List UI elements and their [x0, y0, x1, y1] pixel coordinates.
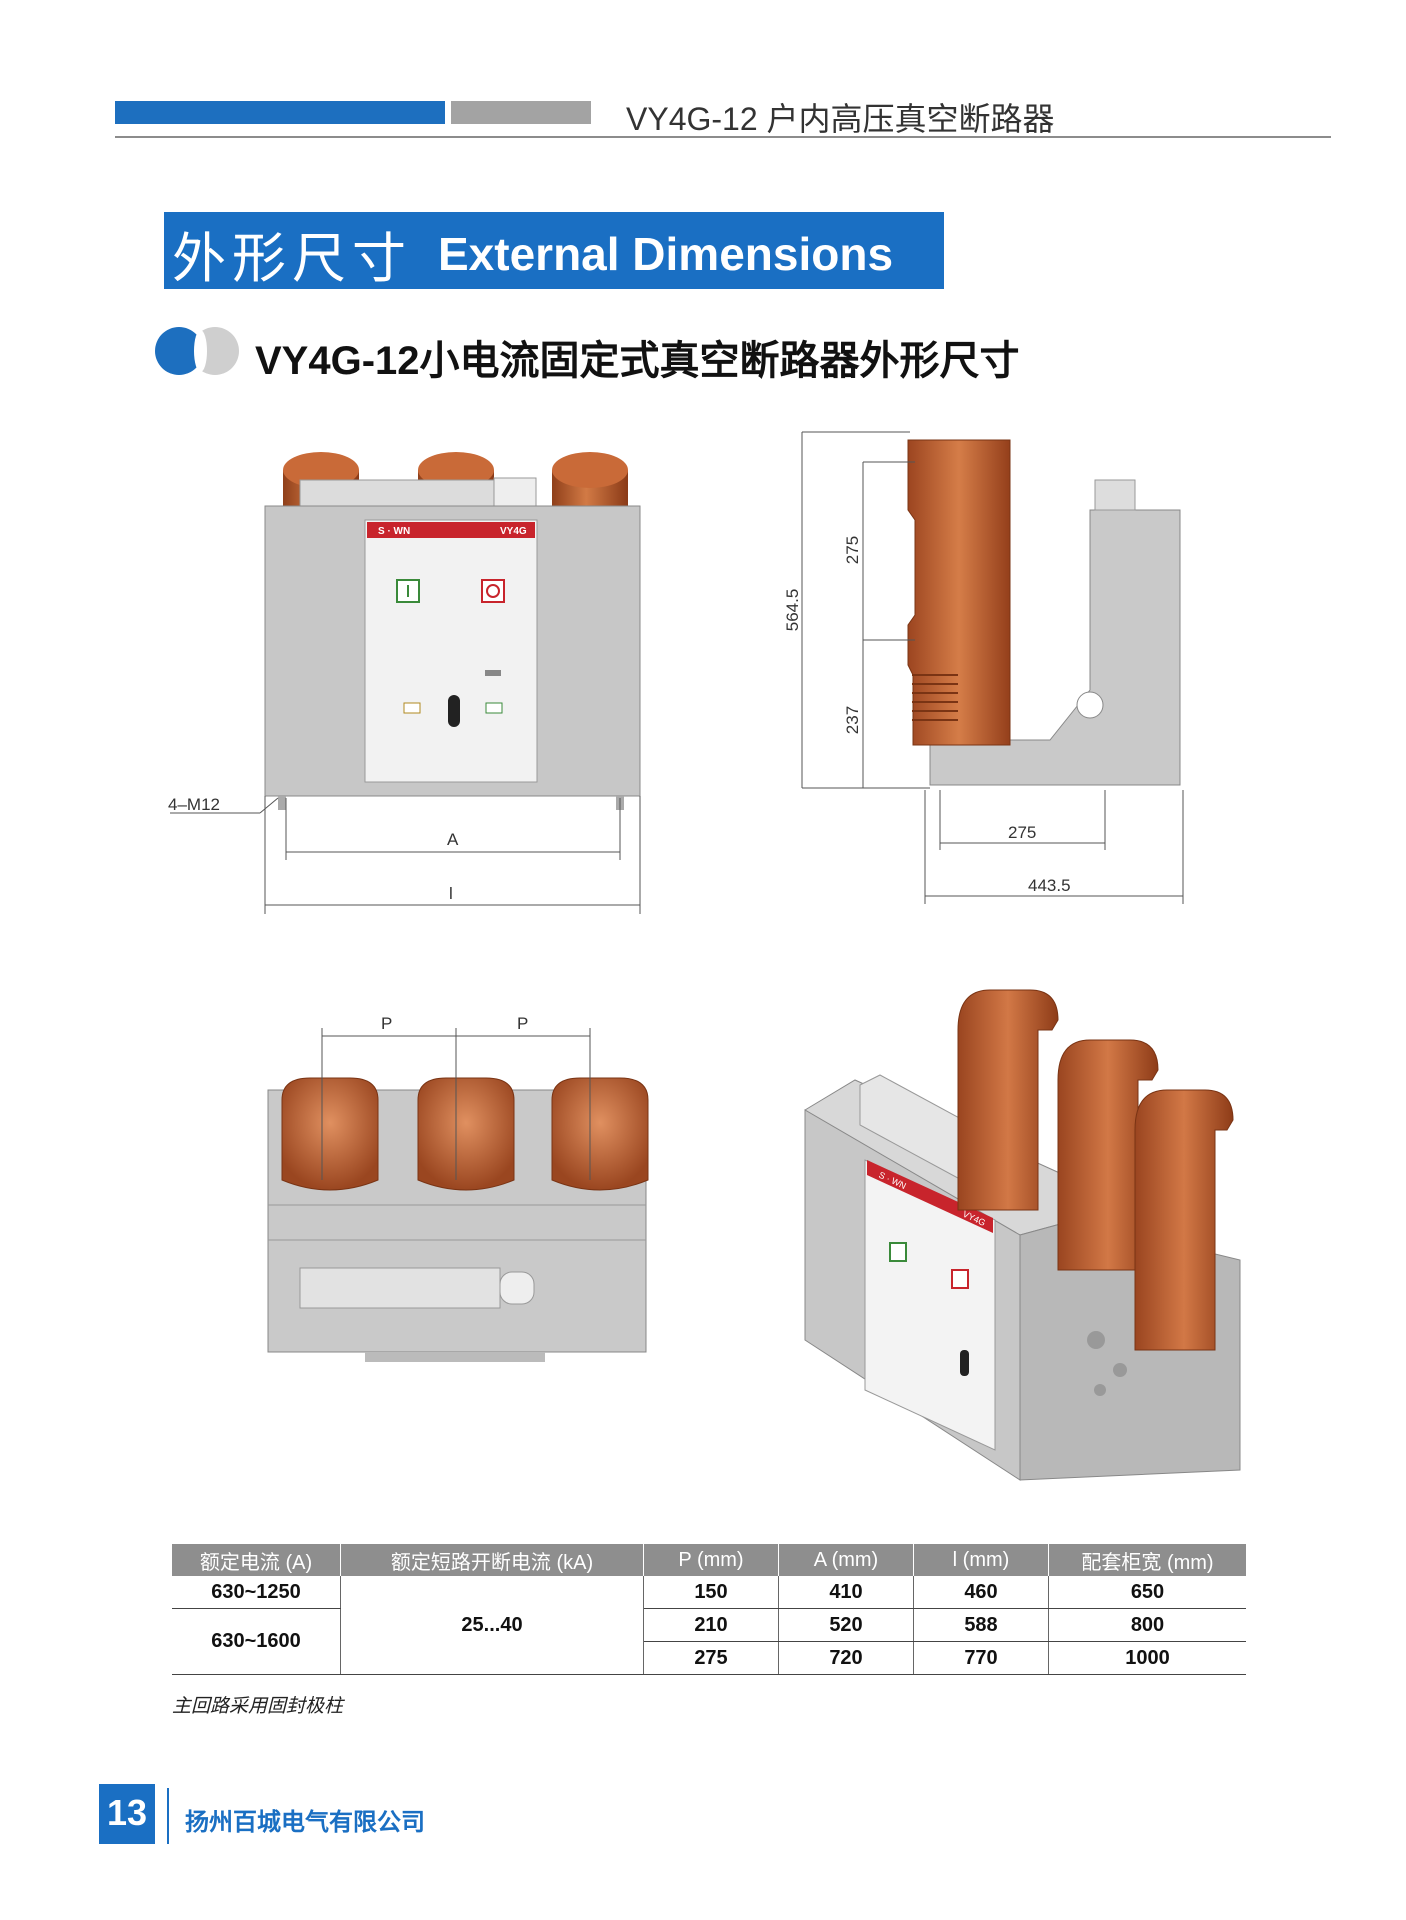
dim-upper: 275 — [843, 536, 862, 564]
cell-a: 410 — [778, 1576, 914, 1609]
header-rule — [115, 136, 1331, 138]
table-header-row: 额定电流 (A) 额定短路开断电流 (kA) P (mm) A (mm) l (… — [172, 1544, 1246, 1576]
cell-l: 588 — [913, 1608, 1049, 1642]
dim-total-height: 564.5 — [783, 589, 802, 632]
brand-stripe — [367, 522, 535, 538]
cell-p: 150 — [643, 1576, 779, 1609]
cell-p: 275 — [643, 1641, 779, 1675]
dim-a-label: A — [447, 830, 459, 849]
cell-cabinet: 1000 — [1048, 1641, 1246, 1675]
footer-divider — [167, 1788, 169, 1844]
table-row: 630~1600 210 520 588 800 — [172, 1608, 1246, 1675]
indicator-icon — [403, 702, 421, 714]
header-title: VY4G-12 户内高压真空断路器 — [626, 101, 1055, 137]
brand-label: S · WN — [378, 526, 410, 537]
front-panel — [364, 519, 538, 783]
cell-current: 630~1250 — [172, 1576, 341, 1609]
page-number-box — [99, 1784, 155, 1844]
header-rated-current: 额定电流 (A) — [172, 1544, 341, 1576]
cell-a: 520 — [778, 1608, 914, 1642]
mount-bolt-label: 4–M12 — [168, 795, 220, 814]
pole-column — [907, 439, 1011, 746]
cell-cabinet: 650 — [1048, 1576, 1246, 1609]
dim-l-label: l — [449, 884, 453, 903]
mounting-hole — [1076, 691, 1104, 719]
section-title-cn: 外形尺寸 — [172, 227, 412, 290]
model-label: VY4G — [500, 526, 527, 537]
bullet-icon-gap — [194, 330, 207, 372]
dim-depth: 443.5 — [1028, 876, 1071, 895]
dim-p2: P — [517, 1014, 528, 1033]
section-title-en: External Dimensions — [438, 228, 894, 280]
top-view-drawing: P P — [267, 1014, 649, 1362]
table-row: 630~1250 25...40 150 410 460 650 — [172, 1576, 1246, 1675]
cell-a: 720 — [778, 1641, 914, 1675]
open-button-icon — [481, 579, 505, 603]
section-banner — [164, 212, 944, 289]
cell-breaking: 25...40 — [340, 1576, 644, 1675]
cell-l: 770 — [913, 1641, 1049, 1675]
charge-handle-icon — [448, 695, 460, 727]
header-l: l (mm) — [913, 1544, 1049, 1576]
side-view-drawing: 564.5 275 237 275 443.5 — [783, 431, 1184, 904]
indicator-icon — [485, 702, 503, 714]
cell-cabinet: 800 — [1048, 1608, 1246, 1642]
dim-p1: P — [381, 1014, 392, 1033]
iso-poles — [957, 989, 1234, 1351]
spring-housing — [299, 1267, 501, 1309]
header-breaking-current: 额定短路开断电流 (kA) — [340, 1544, 644, 1576]
header-blue-bar — [115, 101, 445, 124]
isometric-view-drawing: S · WN VY4G — [804, 989, 1241, 1481]
table-row: 275 720 770 1000 — [172, 1641, 1246, 1675]
header-cabinet-width: 配套柜宽 (mm) — [1048, 1544, 1246, 1576]
header-gray-bar — [451, 101, 591, 124]
dim-lower: 237 — [843, 706, 862, 734]
dim-base: 275 — [1008, 823, 1036, 842]
cell-l: 460 — [913, 1576, 1049, 1609]
cell-p: 210 — [643, 1608, 779, 1642]
header-a: A (mm) — [778, 1544, 914, 1576]
company-name: 扬州百城电气有限公司 — [185, 1809, 425, 1836]
cell-current: 630~1600 — [172, 1608, 341, 1675]
front-view-drawing: S · WN VY4G 4–M12 A l — [168, 452, 641, 914]
pole-tops — [281, 1077, 649, 1191]
table-note: 主回路采用固封极柱 — [172, 1695, 344, 1717]
page-number: 13 — [106, 1792, 148, 1833]
spec-table: 额定电流 (A) 额定短路开断电流 (kA) P (mm) A (mm) l (… — [172, 1544, 1246, 1675]
subtitle: VY4G-12小电流固定式真空断路器外形尺寸 — [255, 339, 1020, 383]
header-p: P (mm) — [643, 1544, 779, 1576]
